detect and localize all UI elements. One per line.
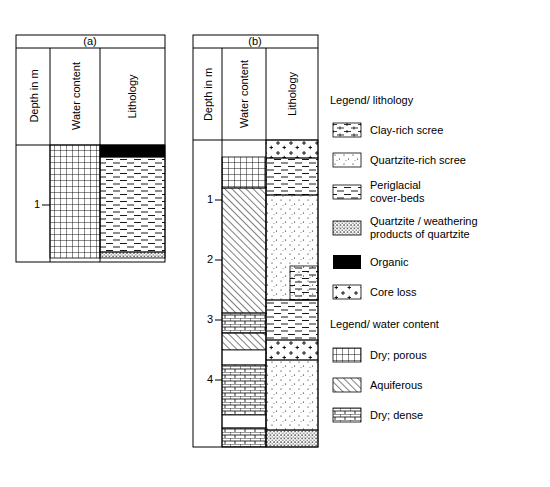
column-header: Depth in m xyxy=(193,49,222,139)
depth-number: 1 xyxy=(193,193,213,207)
depth-number: 3 xyxy=(193,313,213,327)
legend-text: Periglacial cover-beds xyxy=(370,167,450,217)
lithology-interval xyxy=(100,145,165,157)
log-title: (b) xyxy=(225,35,285,48)
water-interval xyxy=(50,145,100,258)
lithology-interval xyxy=(100,252,165,258)
depth-number: 2 xyxy=(193,253,213,267)
lithology-interval xyxy=(266,430,318,447)
water-interval xyxy=(222,350,266,365)
legend-swatch xyxy=(333,255,361,269)
legend-heading: Legend/ water content xyxy=(330,318,540,332)
depth-number: 4 xyxy=(193,373,213,387)
water-interval xyxy=(222,188,266,313)
lithology-interval xyxy=(100,157,165,252)
water-interval xyxy=(222,365,266,415)
legend-text: Core loss xyxy=(370,267,540,317)
lithology-interval xyxy=(266,195,318,300)
lithology-interval xyxy=(266,360,318,430)
log-title: (a) xyxy=(60,35,120,48)
legend-text: Aquiferous xyxy=(370,360,540,410)
log-frame xyxy=(16,35,165,262)
lithology-interval xyxy=(266,340,318,360)
legend-text: Dry; dense xyxy=(370,390,540,440)
water-interval xyxy=(222,157,266,188)
lithology-interval xyxy=(266,158,318,195)
column-header: Depth in m xyxy=(16,49,50,144)
lithology-interval xyxy=(266,140,318,158)
legend-text: Quartzite-rich scree xyxy=(370,135,540,185)
log-frame xyxy=(193,35,318,447)
lithology-interval xyxy=(290,266,318,300)
column-header: Water content xyxy=(222,49,266,139)
legend-heading: Legend/ lithology xyxy=(330,94,540,108)
water-interval xyxy=(222,428,266,447)
legend-text: Organic xyxy=(370,237,540,287)
legend-text: Clay-rich scree xyxy=(370,105,540,155)
legend-text: Dry; porous xyxy=(370,330,540,380)
column-header: Lithology xyxy=(100,49,165,144)
column-header: Lithology xyxy=(266,49,318,139)
water-interval xyxy=(222,313,266,333)
water-interval xyxy=(222,333,266,350)
depth-number: 1 xyxy=(16,198,40,212)
legend-swatch xyxy=(333,123,361,422)
water-interval xyxy=(222,415,266,428)
lithology-interval xyxy=(266,300,318,340)
column-header: Water content xyxy=(50,49,100,144)
legend-text: Quartzite / weathering products of quart… xyxy=(370,203,495,253)
